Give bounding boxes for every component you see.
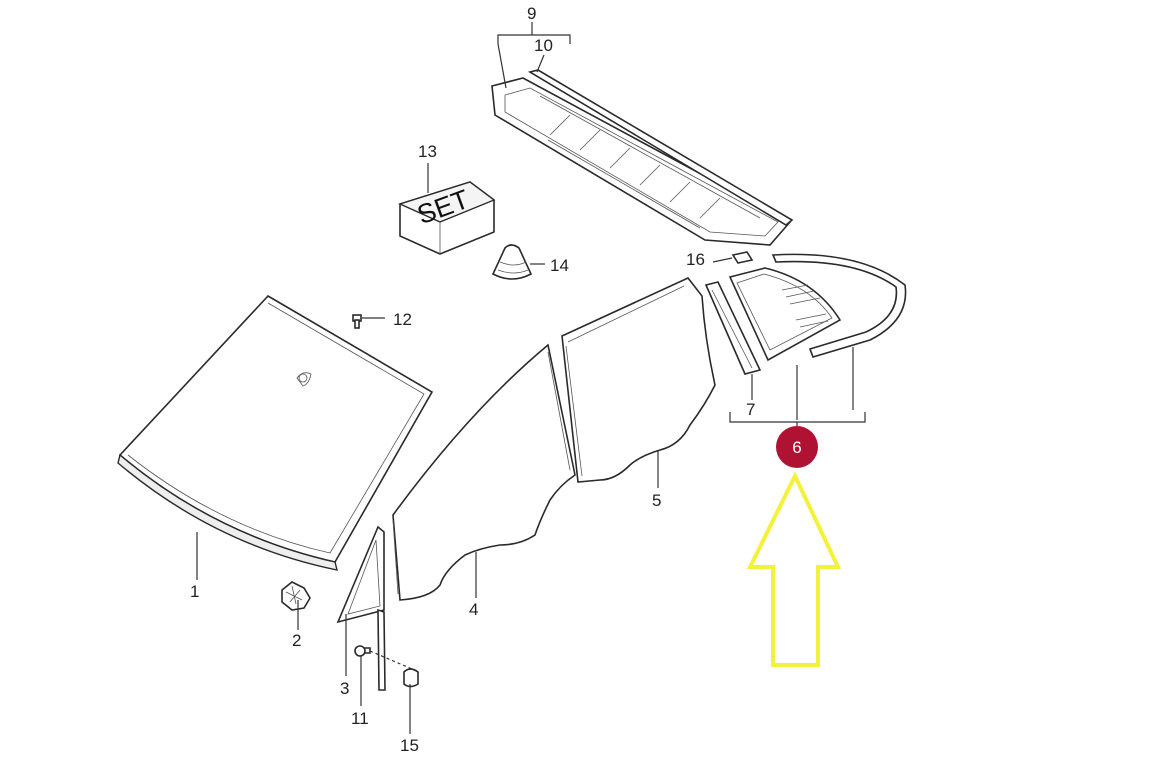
clip-part — [281, 581, 311, 611]
screw-part — [354, 645, 413, 670]
grommet-part — [403, 668, 419, 688]
small-clip-part — [731, 251, 754, 264]
small-screw-part — [352, 314, 362, 329]
rear-quarter-glass-part — [728, 253, 907, 362]
callout-13: 13 — [418, 142, 437, 161]
callout-5: 5 — [652, 491, 661, 510]
callout-14: 14 — [550, 256, 569, 275]
seal-strip-part — [704, 281, 762, 375]
callout-10: 10 — [534, 36, 553, 55]
callout-9: 9 — [527, 4, 536, 23]
callout-12: 12 — [393, 310, 412, 329]
callout-11: 11 — [351, 709, 369, 728]
callout-6: 6 — [792, 438, 801, 457]
callout-3: 3 — [340, 679, 349, 698]
callouts: 1 2 3 4 5 7 9 10 11 12 13 14 15 16 — [190, 4, 755, 755]
leader-lines — [196, 22, 866, 734]
callout-7: 7 — [746, 400, 755, 419]
callout-15: 15 — [400, 736, 419, 755]
callout-2: 2 — [292, 631, 301, 650]
front-door-glass-part — [392, 343, 576, 601]
highlight-circle — [776, 426, 818, 468]
windshield-part — [117, 294, 434, 571]
callout-16: 16 — [686, 250, 705, 269]
sunroof-panel-part — [491, 69, 794, 246]
highlight-marker: 6 — [776, 426, 818, 468]
callout-4: 4 — [469, 600, 478, 619]
rear-door-glass-part — [561, 277, 716, 483]
callout-1: 1 — [190, 582, 199, 601]
set-box-part: SET — [398, 181, 496, 255]
quarter-glass-part — [336, 525, 386, 691]
cone-grommet-part — [491, 244, 533, 280]
highlight-arrow — [746, 471, 842, 667]
